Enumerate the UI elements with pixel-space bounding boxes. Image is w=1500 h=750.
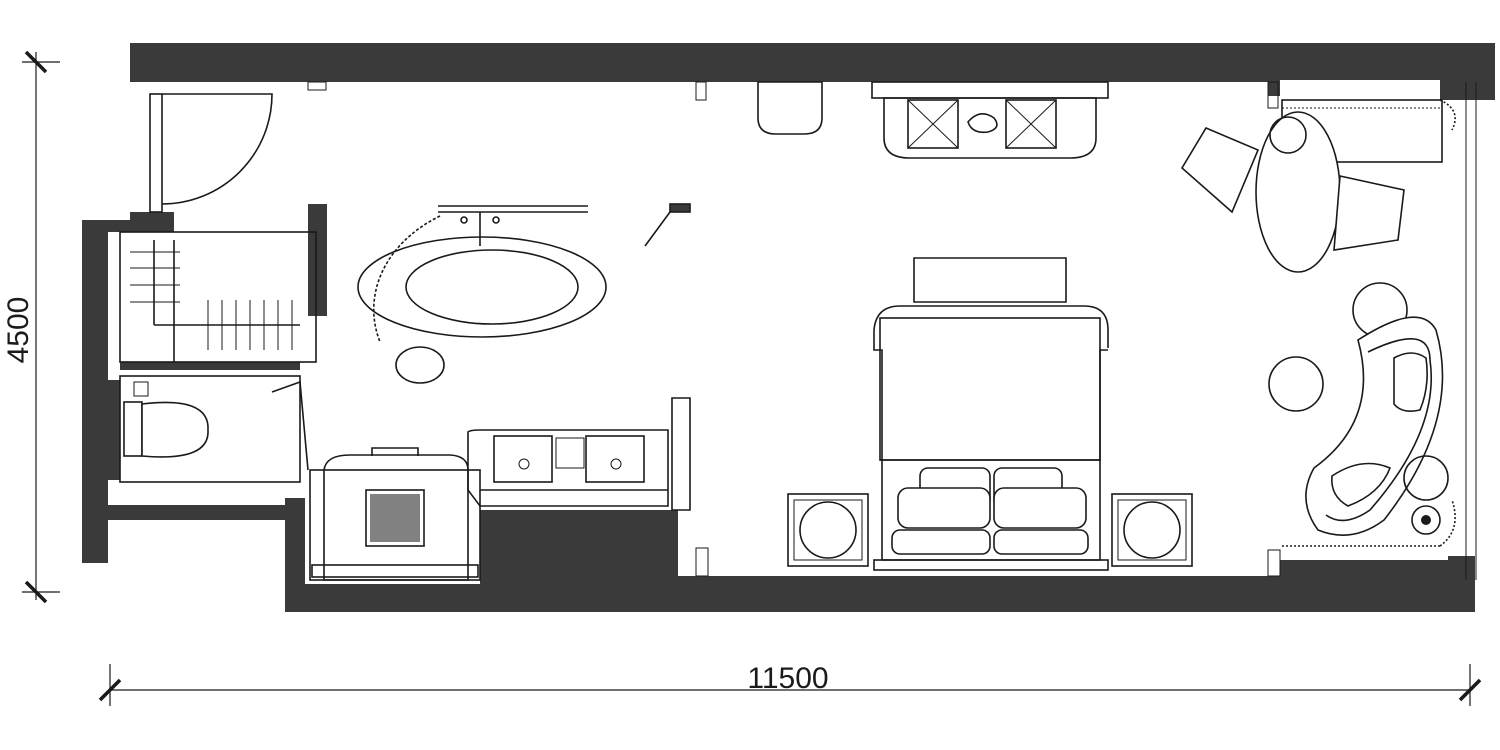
lounge-chair-left <box>1180 126 1260 214</box>
drain-icon <box>365 489 425 547</box>
exterior-wall-right-bottom <box>1448 556 1475 580</box>
height-dimension-label: 4500 <box>2 297 35 364</box>
dimension-width: 11500 <box>98 662 1482 706</box>
curved-sofa <box>1305 316 1444 536</box>
wc-room <box>119 375 309 483</box>
dining-table <box>1255 111 1341 273</box>
entry-door <box>149 93 273 213</box>
bin <box>757 81 823 135</box>
vanity <box>467 397 691 511</box>
tv-cabinet <box>871 81 1109 159</box>
exterior-wall-left <box>82 212 285 563</box>
pillow-icon <box>891 467 1089 555</box>
lounge-chair-right <box>1333 175 1405 251</box>
sink-right-icon <box>585 435 645 483</box>
radiator-bottom <box>1282 499 1456 547</box>
column-markers <box>307 81 1281 577</box>
exterior-wall-bottom <box>285 498 1475 612</box>
dimension-height: 4500 <box>2 50 60 604</box>
floor-lamp <box>1403 455 1449 535</box>
hanger-icon <box>130 251 293 350</box>
cushion-icon <box>1331 352 1428 507</box>
round-stool-2 <box>1268 356 1324 412</box>
nightstand-right <box>1111 493 1193 567</box>
nightstand-left <box>787 493 869 567</box>
sink-left-icon <box>493 435 553 483</box>
width-dimension-label: 11500 <box>747 662 828 695</box>
towel-rail <box>644 203 691 247</box>
bathtub <box>357 205 607 343</box>
bed <box>873 257 1109 571</box>
walls <box>82 43 1495 612</box>
exterior-wall-right-top <box>1440 80 1495 100</box>
shower <box>309 447 481 581</box>
toilet-icon <box>123 381 209 458</box>
window-right <box>1465 82 1477 580</box>
wardrobe <box>119 231 317 363</box>
exterior-wall-top <box>130 43 1495 100</box>
stool <box>395 346 445 384</box>
partition-wall-wc <box>108 380 120 480</box>
